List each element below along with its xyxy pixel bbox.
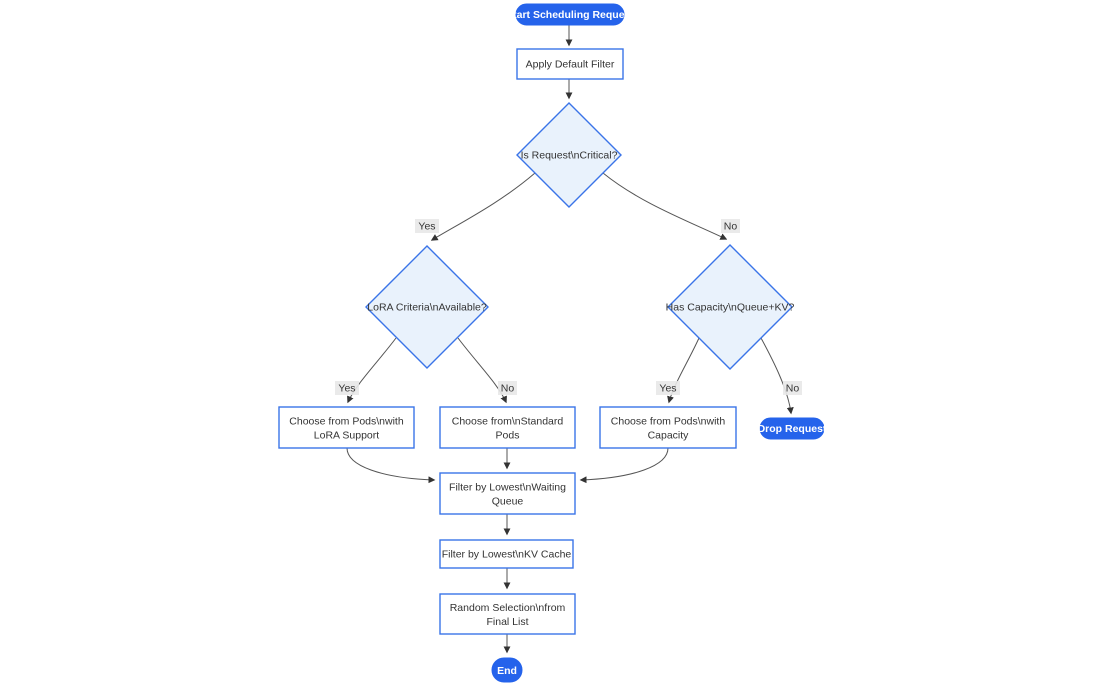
edge-label-bg — [335, 381, 359, 395]
choose-capacity-label-line2: Capacity — [648, 430, 690, 442]
lora-criteria-diamond-shape — [365, 245, 489, 369]
filter-queue-rect-shape — [439, 472, 576, 515]
edge-capacity-no-to-drop-request — [760, 337, 794, 415]
edge-label-bg — [415, 219, 439, 233]
node-apply-default-filter: Apply Default Filter — [516, 48, 624, 80]
node-choose-pods-lora: Choose from Pods\nwith LoRA Support — [278, 406, 415, 449]
node-filter-lowest-waiting-queue: Filter by Lowest\nWaiting Queue — [439, 472, 576, 515]
edge-is-critical-yes-to-lora-criteria — [430, 172, 536, 241]
edge-label-critical-no: No — [721, 219, 740, 233]
choose-lora-label-line1: Choose from Pods\nwith — [289, 416, 404, 428]
edge-label-text: Yes — [338, 383, 355, 395]
drop-request-stadium-shape — [759, 417, 825, 440]
choose-capacity-label-line1: Choose from Pods\nwith — [611, 416, 726, 428]
node-is-request-critical-decision: Is Request\nCritical? — [516, 102, 622, 208]
node-choose-standard-pods: Choose from\nStandard Pods — [439, 406, 576, 449]
edge-label-text: No — [501, 383, 515, 395]
choose-lora-label-line2: LoRA Support — [314, 430, 379, 442]
edge-label-text: No — [786, 383, 800, 395]
filter-queue-label-line2: Queue — [492, 496, 524, 508]
is-critical-diamond-shape — [516, 102, 622, 208]
end-label: End — [497, 665, 517, 677]
node-random-selection-final-list: Random Selection\nfrom Final List — [439, 593, 576, 635]
random-selection-label-line2: Final List — [486, 616, 528, 628]
filter-kv-label: Filter by Lowest\nKV Cache — [442, 549, 572, 561]
edge-label-text: Yes — [659, 383, 676, 395]
edges-layer — [346, 25, 794, 654]
end-stadium-shape — [491, 657, 523, 683]
node-has-capacity-decision: Has Capacity\nQueue+KV? — [666, 244, 795, 370]
edge-label-lora-yes: Yes — [335, 381, 359, 395]
node-lora-criteria-decision: LoRA Criteria\nAvailable? — [365, 245, 489, 369]
edge-label-bg — [656, 381, 680, 395]
edge-label-capacity-no: No — [783, 381, 802, 395]
node-drop-request: Drop Request — [758, 417, 827, 440]
random-selection-label-line1: Random Selection\nfrom — [450, 602, 566, 614]
has-capacity-label: Has Capacity\nQueue+KV? — [666, 302, 795, 314]
start-label: Start Scheduling Request — [506, 9, 634, 21]
edge-label-bg — [498, 381, 517, 395]
edge-label-text: No — [724, 221, 738, 233]
choose-standard-label-line1: Choose from\nStandard — [452, 416, 564, 428]
edge-choose-lora-to-filter-queue — [346, 447, 436, 484]
node-start-scheduling-request: Start Scheduling Request — [506, 3, 634, 26]
node-filter-lowest-kv-cache: Filter by Lowest\nKV Cache — [439, 539, 574, 569]
is-critical-label: Is Request\nCritical? — [521, 150, 618, 162]
edge-label-bg — [783, 381, 802, 395]
choose-standard-label-line2: Pods — [496, 430, 520, 442]
edge-label-bg — [721, 219, 740, 233]
edge-label-capacity-yes: Yes — [656, 381, 680, 395]
edge-labels-layer: Yes No Yes No Yes No — [335, 219, 802, 395]
edge-label-text: Yes — [418, 221, 435, 233]
apply-filter-label: Apply Default Filter — [526, 59, 615, 71]
node-choose-pods-capacity: Choose from Pods\nwith Capacity — [599, 406, 737, 449]
nodes-layer: Start Scheduling Request Apply Default F… — [278, 3, 827, 683]
lora-criteria-label: LoRA Criteria\nAvailable? — [367, 302, 487, 314]
filter-queue-label-line1: Filter by Lowest\nWaiting — [449, 482, 566, 494]
edge-choose-capacity-to-filter-queue — [579, 447, 669, 484]
random-selection-rect-shape — [439, 593, 576, 635]
node-end: End — [491, 657, 523, 683]
apply-filter-rect-shape — [516, 48, 624, 80]
choose-lora-rect-shape — [278, 406, 415, 449]
choose-standard-rect-shape — [439, 406, 576, 449]
start-stadium-shape — [515, 3, 625, 26]
edge-lora-no-to-choose-standard — [457, 337, 507, 404]
edge-is-critical-no-to-has-capacity — [602, 172, 728, 240]
edge-lora-yes-to-choose-lora — [347, 337, 397, 404]
edge-capacity-yes-to-choose-capacity — [667, 337, 700, 404]
choose-capacity-rect-shape — [599, 406, 737, 449]
drop-request-label: Drop Request — [758, 423, 827, 435]
filter-kv-rect-shape — [439, 539, 574, 569]
edge-label-critical-yes: Yes — [415, 219, 439, 233]
has-capacity-diamond-shape — [667, 244, 793, 370]
edge-label-lora-no: No — [498, 381, 517, 395]
